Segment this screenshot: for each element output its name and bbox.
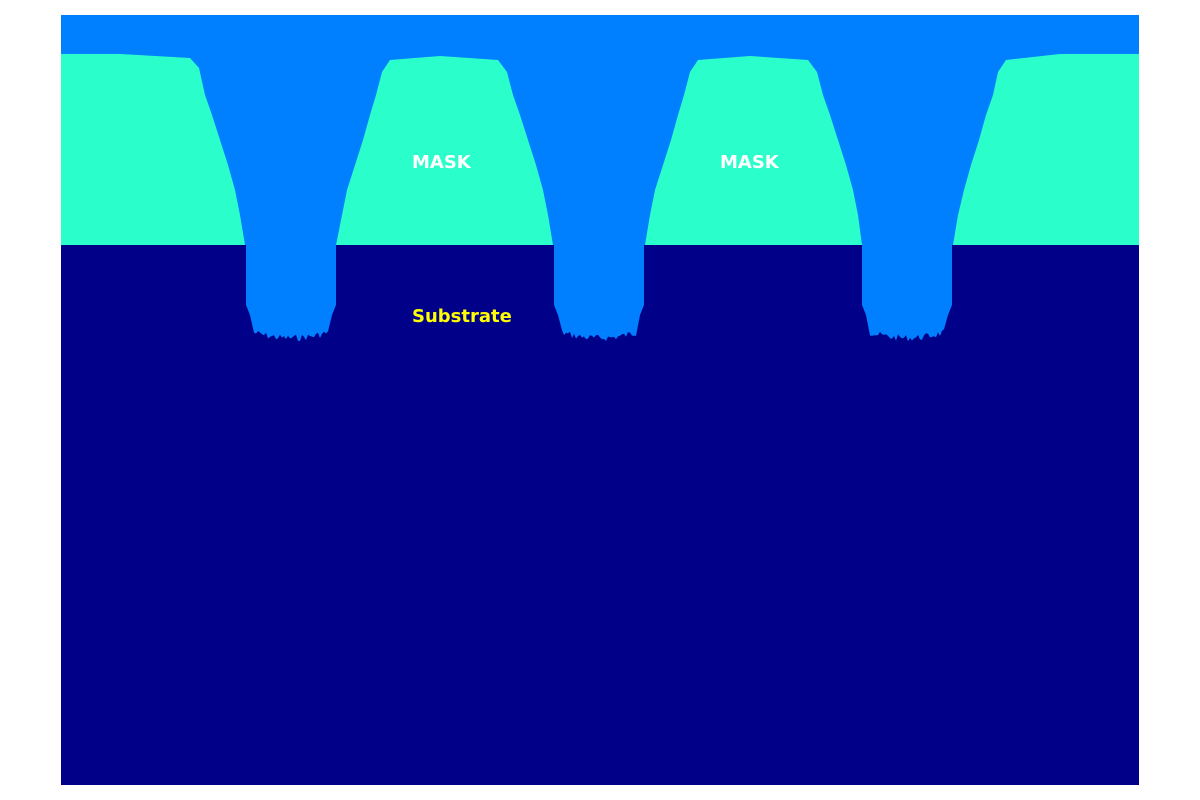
mask-block-right (953, 54, 1139, 245)
mask-label-2: MASK (720, 152, 780, 173)
substrate-label: Substrate (412, 306, 512, 327)
trench-3 (862, 245, 952, 342)
trench-layer (246, 245, 952, 342)
mask-label-1: MASK (412, 152, 472, 173)
trench-1 (246, 245, 336, 341)
mask-layer (61, 54, 1139, 245)
gas-region (61, 15, 1139, 54)
mask-block-2 (645, 56, 862, 245)
mask-block-1 (336, 56, 553, 245)
trench-2 (554, 245, 644, 341)
mask-block-left (61, 54, 245, 245)
